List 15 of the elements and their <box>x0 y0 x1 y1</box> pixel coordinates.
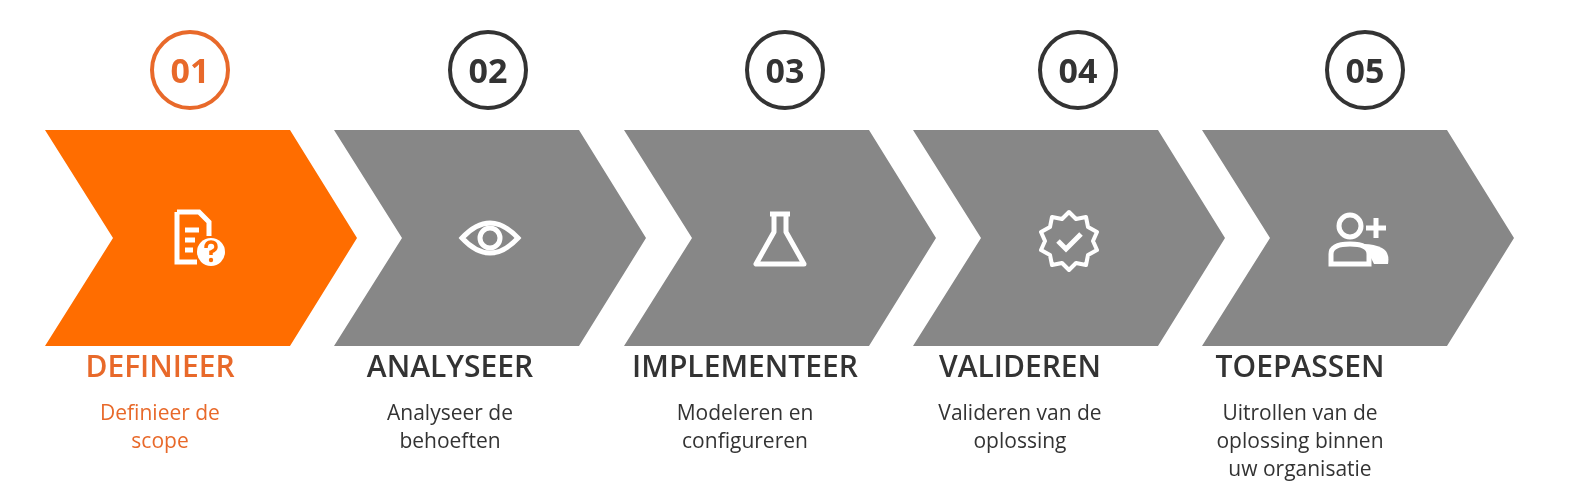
step-number: 04 <box>1038 30 1118 110</box>
step-title: DEFINIEER <box>84 345 236 386</box>
step-number: 05 <box>1325 30 1405 110</box>
step-description: Valideren van de oplossing <box>937 398 1103 454</box>
step-number: 03 <box>745 30 825 110</box>
step-title: IMPLEMENTEER <box>631 345 859 386</box>
step-description: Modeleren en configureren <box>675 398 815 454</box>
step-title: ANALYSEER <box>365 345 535 386</box>
step-title: VALIDEREN <box>937 345 1103 386</box>
step-description: Definieer de scope <box>99 398 221 454</box>
step-number: 02 <box>448 30 528 110</box>
step-description: Uitrollen van de oplossing binnen uw organisatie <box>1215 398 1385 482</box>
step-number: 01 <box>150 30 230 110</box>
step-title: TOEPASSEN <box>1214 345 1386 386</box>
step-description: Analyseer de behoeften <box>386 398 514 454</box>
